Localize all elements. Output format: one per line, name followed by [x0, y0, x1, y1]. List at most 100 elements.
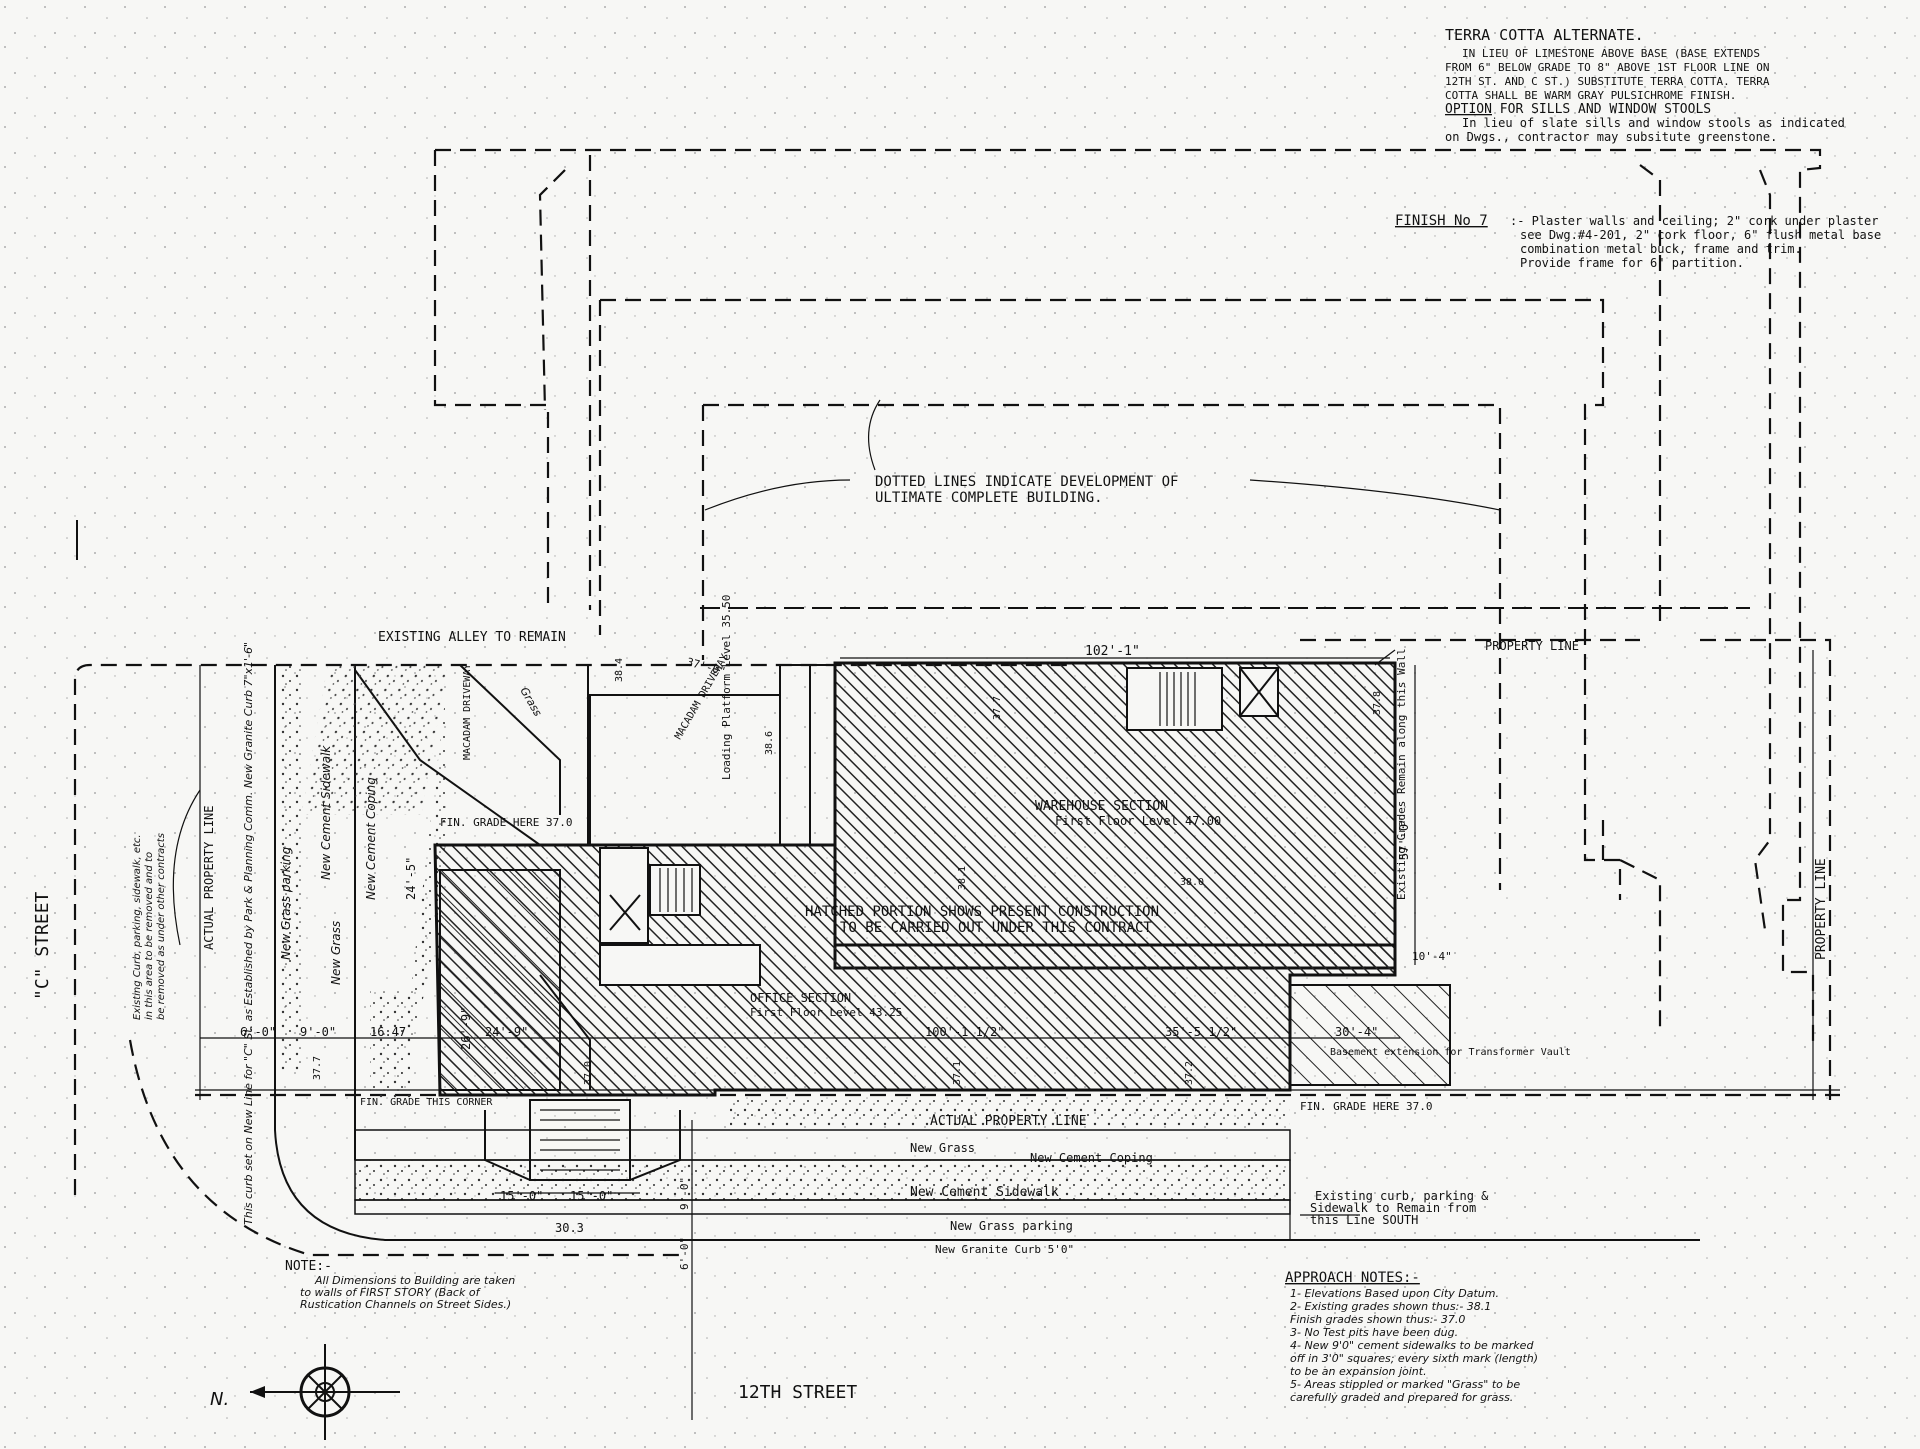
dim-walk: 30.3 — [555, 1221, 584, 1235]
finish-note: FINISH No 7 :- Plaster walls and ceiling… — [1395, 213, 1881, 270]
dotted-lines-note: DOTTED LINES INDICATE DEVELOPMENT OF — [875, 474, 1178, 490]
dim-left-a: 6'-0" — [240, 1025, 276, 1039]
office-section — [433, 843, 1397, 1097]
elevation-mark: 37.2 — [1184, 1061, 1195, 1085]
approach-line: 2- Existing grades shown thus:- 38.1 — [1290, 1300, 1491, 1313]
elevation-mark: 37.8 — [1372, 691, 1383, 715]
macadam-driveway — [301, 664, 589, 846]
property-line-right: PROPERTY LINE — [1814, 858, 1829, 960]
elevation-mark: 38.1 — [957, 866, 968, 890]
actual-property-line-bottom: ACTUAL PROPERTY LINE — [930, 1114, 1087, 1129]
finish-line: combination metal buck, frame and trim. — [1520, 242, 1802, 256]
dim-seg-2: 35'-5 1/2" — [1165, 1025, 1237, 1039]
terra-cotta-line: IN LIEU OF LIMESTONE ABOVE BASE (BASE EX… — [1462, 47, 1760, 60]
twelfth-street-label: 12TH STREET — [738, 1382, 857, 1403]
office-elevator — [599, 847, 649, 944]
approach-line: 3- No Test pits have been dug. — [1290, 1326, 1458, 1339]
alley-label: EXISTING ALLEY TO REMAIN — [378, 630, 566, 645]
terra-cotta-line: FROM 6" BELOW GRADE TO 8" ABOVE 1ST FLOO… — [1445, 61, 1770, 74]
option-title: OPTION — [1445, 102, 1492, 117]
approach-line: off in 3'0" squares; every sixth mark (l… — [1290, 1352, 1538, 1365]
hatched-note: HATCHED PORTION SHOWS PRESENT CONSTRUCTI… — [805, 904, 1159, 920]
grass-strip-left — [280, 665, 302, 1070]
dim-seg-3: 30'-4" — [1335, 1025, 1378, 1039]
warehouse-label: WAREHOUSE SECTION — [1035, 799, 1168, 814]
entrance-steps — [484, 1099, 681, 1181]
grass-front — [730, 1100, 1290, 1128]
dim-seg-1: 24'-9" — [485, 1025, 528, 1039]
warehouse-level: First Floor Level 47.00 — [1055, 814, 1221, 828]
remove-note: in this area to be removed and to — [144, 852, 155, 1020]
finish-title: FINISH No 7 — [1395, 213, 1488, 229]
basement-label: Basement extension for Transformer Vault — [1330, 1047, 1571, 1058]
dim-steps-a: 15'-0" — [500, 1189, 543, 1203]
remove-note: Existing Curb, parking, sidewalk, etc. — [132, 834, 143, 1020]
approach-line: 1- Elevations Based upon City Datum. — [1290, 1287, 1499, 1300]
dim-right: 57'-0" — [1397, 817, 1411, 860]
new-grass-bottom: New Grass — [910, 1141, 975, 1155]
fin-grade-left: FIN. GRADE HERE 37.0 — [440, 816, 572, 829]
approach-line: carefully graded and prepared for grass. — [1290, 1391, 1513, 1404]
dim-left-b: 9'-0" — [300, 1025, 336, 1039]
option-line: on Dwgs., contractor may subsitute green… — [1445, 130, 1777, 144]
general-note-line: to walls of FIRST STORY (Back of — [300, 1286, 482, 1299]
elevation-mark: 37.0 — [583, 1061, 594, 1085]
remove-note: be removed as under other contracts — [156, 833, 167, 1020]
new-grass-parking-bottom: New Grass parking — [950, 1219, 1073, 1233]
spot-elevations: 37.7 37.8 38.0 38.1 37.1 37.2 37.0 38.4 … — [312, 658, 1383, 1085]
general-note-line: All Dimensions to Building are taken — [314, 1274, 515, 1287]
dim-office-width: 100'-1 1/2" — [925, 1025, 1004, 1039]
new-grass-parking-left: New Grass parking — [279, 846, 293, 960]
dim-bottom-b: 9'-0" — [678, 1177, 691, 1210]
macadam-driveway-label: MACADAM DRIVEWAY — [462, 664, 473, 760]
elevation-mark: 38.4 — [614, 658, 625, 682]
general-note: NOTE:- All Dimensions to Building are ta… — [285, 1259, 515, 1311]
fin-grade-corner: FIN. GRADE THIS CORNER — [360, 1097, 493, 1108]
property-line-top: PROPERTY LINE — [1485, 639, 1579, 653]
approach-line: to be an expansion joint. — [1290, 1365, 1427, 1378]
dim-vert-1: 24'-5" — [404, 857, 418, 900]
terra-cotta-line: 12TH ST. AND C ST.) SUBSTITUTE TERRA COT… — [1445, 75, 1770, 88]
general-note-title: NOTE:- — [285, 1259, 332, 1274]
new-granite-curb-bottom: New Granite Curb 5'0" — [935, 1243, 1074, 1256]
c-street-label: "C" STREET — [32, 891, 53, 1000]
approach-line: Finish grades shown thus:- 37.0 — [1290, 1313, 1465, 1326]
grass-patch — [370, 990, 410, 1100]
dimension-lines — [195, 650, 1840, 1420]
new-cement-sidewalk-bottom: New Cement Sidewalk — [910, 1185, 1059, 1200]
elevation-mark: 38.6 — [764, 731, 775, 755]
option-line: In lieu of slate sills and window stools… — [1462, 116, 1845, 130]
approach-title: APPROACH NOTES:- — [1285, 1270, 1420, 1286]
new-grass-left: New Grass — [329, 921, 343, 985]
option-title-rest: FOR SILLS AND WINDOW STOOLS — [1492, 102, 1711, 117]
finish-line: :- Plaster walls and ceiling; 2" cork un… — [1510, 214, 1878, 228]
existing-grades: Existing Grades Remain along this Wall — [1395, 648, 1408, 900]
basement-extension — [1289, 984, 1451, 1086]
approach-line: 4- New 9'0" cement sidewalks to be marke… — [1290, 1339, 1534, 1352]
dim-vert-2: 26'-9" — [459, 1007, 473, 1050]
dim-top: 102'-1" — [1085, 644, 1140, 659]
office-label: OFFICE SECTION — [750, 991, 851, 1005]
elevation-mark: 37.1 — [952, 1061, 963, 1085]
approach-notes: APPROACH NOTES:- 1- Elevations Based upo… — [1285, 1270, 1538, 1404]
dim-right-10: 10'-4" — [1412, 950, 1452, 963]
finish-line: Provide frame for 6" partition. — [1520, 256, 1744, 270]
curb-corner — [128, 665, 1700, 1257]
elevation-mark: 38.0 — [1180, 877, 1204, 888]
existing-curb-note: Sidewalk to Remain from — [1310, 1201, 1476, 1215]
actual-property-line-left: ACTUAL PROPERTY LINE — [202, 806, 216, 951]
existing-curb-note: this Line SOUTH — [1310, 1213, 1418, 1227]
loading-platform: Loading Platform Level 35.50 — [720, 595, 733, 780]
new-cement-coping-bottom: New Cement Coping — [1030, 1151, 1153, 1165]
dim-steps-b: 15'-0" — [570, 1189, 613, 1203]
general-note-line: Rustication Channels on Street Sides.) — [300, 1298, 511, 1311]
north-arrow — [250, 1344, 400, 1440]
stair-treads — [1159, 672, 1196, 726]
grass-parking-strip — [354, 1159, 1291, 1201]
leader-lines — [172, 399, 1501, 1216]
terra-cotta-line: COTTA SHALL BE WARM GRAY PULSICHROME FIN… — [1445, 89, 1736, 102]
existing-curb-note: Existing curb, parking & — [1315, 1189, 1489, 1203]
north-label: N. — [210, 1389, 229, 1410]
new-cement-sidewalk-left: New Cement Sidewalk — [319, 745, 333, 880]
